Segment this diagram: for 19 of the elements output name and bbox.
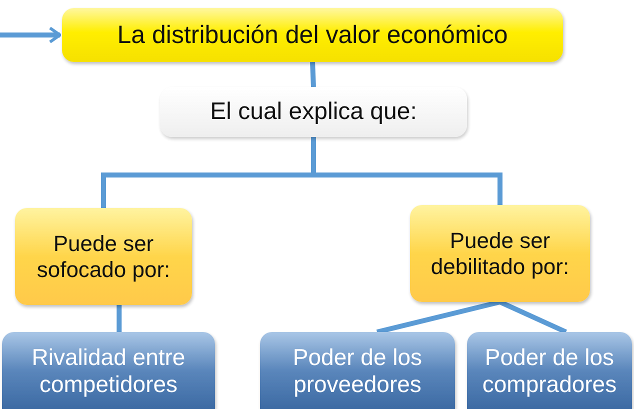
node-text: Puede ser debilitado por:: [430, 228, 570, 279]
connector-line: [310, 62, 316, 88]
connector-line: [376, 300, 501, 334]
connector-line: [116, 305, 122, 332]
node-text: Rivalidad entre competidores: [30, 344, 186, 397]
concept-box: [260, 332, 455, 409]
node-text: Poder de los compradores: [481, 344, 618, 397]
concept-box: [467, 332, 632, 409]
connector-line: [498, 300, 568, 334]
node-text: La distribución del valor económico: [117, 20, 508, 50]
node-text: Puede ser sofocado por:: [36, 231, 172, 282]
concept-box: [62, 8, 563, 62]
concept-box: [15, 208, 192, 305]
arrow: [0, 26, 62, 44]
node-text: Poder de los proveedores: [292, 344, 424, 397]
concept-box: [160, 87, 467, 137]
concept-box: [2, 332, 215, 409]
concept-box: [410, 205, 590, 302]
node-text: El cual explica que:: [210, 98, 417, 126]
